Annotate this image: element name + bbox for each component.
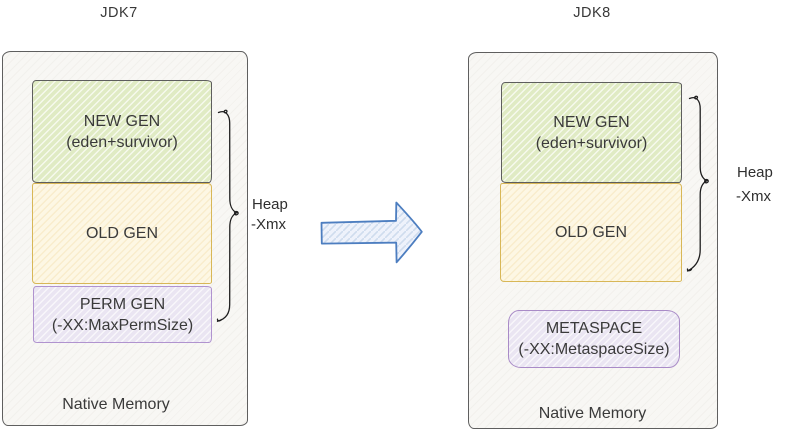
jdk7-xmx-label: -Xmx <box>251 216 286 233</box>
jdk8-xmx-label: -Xmx <box>736 188 771 205</box>
jdk7-title: JDK7 <box>100 5 138 21</box>
jdk8-native-memory-label: Native Memory <box>538 405 647 422</box>
jdk7-old-gen-label: OLD GEN <box>85 225 158 242</box>
jdk7-heap-label: Heap <box>252 196 288 213</box>
jdk8-metaspace-label: METASPACE <box>545 320 643 337</box>
jdk7-new-gen-detail: (eden+survivor) <box>66 133 178 151</box>
jdk8-metaspace-box: METASPACE (-XX:MetaspaceSize) <box>508 310 680 368</box>
jdk8-new-gen-label: NEW GEN <box>553 113 630 131</box>
jdk8-old-gen-box: OLD GEN <box>500 183 682 282</box>
jdk7-perm-gen-box: PERM GEN (-XX:MaxPermSize) <box>33 286 212 343</box>
jdk8-new-gen-box: NEW GEN (eden+survivor) <box>501 82 682 183</box>
jdk7-native-memory-label: Native Memory <box>62 396 170 413</box>
jdk8-metaspace-detail: (-XX:MetaspaceSize) <box>518 341 670 358</box>
jdk7-new-gen-box: NEW GEN (eden+survivor) <box>32 80 212 183</box>
jdk8-title: JDK8 <box>573 5 611 21</box>
right-arrow-icon <box>320 201 423 264</box>
jdk8-old-gen-label: OLD GEN <box>554 224 627 241</box>
jdk7-new-gen-label: NEW GEN <box>83 112 161 130</box>
jdk8-new-gen-detail: (eden+survivor) <box>535 134 648 152</box>
jdk7-perm-gen-label: PERM GEN <box>79 295 166 313</box>
jdk8-heap-label: Heap <box>737 164 773 181</box>
jdk7-old-gen-box: OLD GEN <box>32 183 212 284</box>
jdk7-perm-gen-detail: (-XX:MaxPermSize) <box>51 316 194 334</box>
